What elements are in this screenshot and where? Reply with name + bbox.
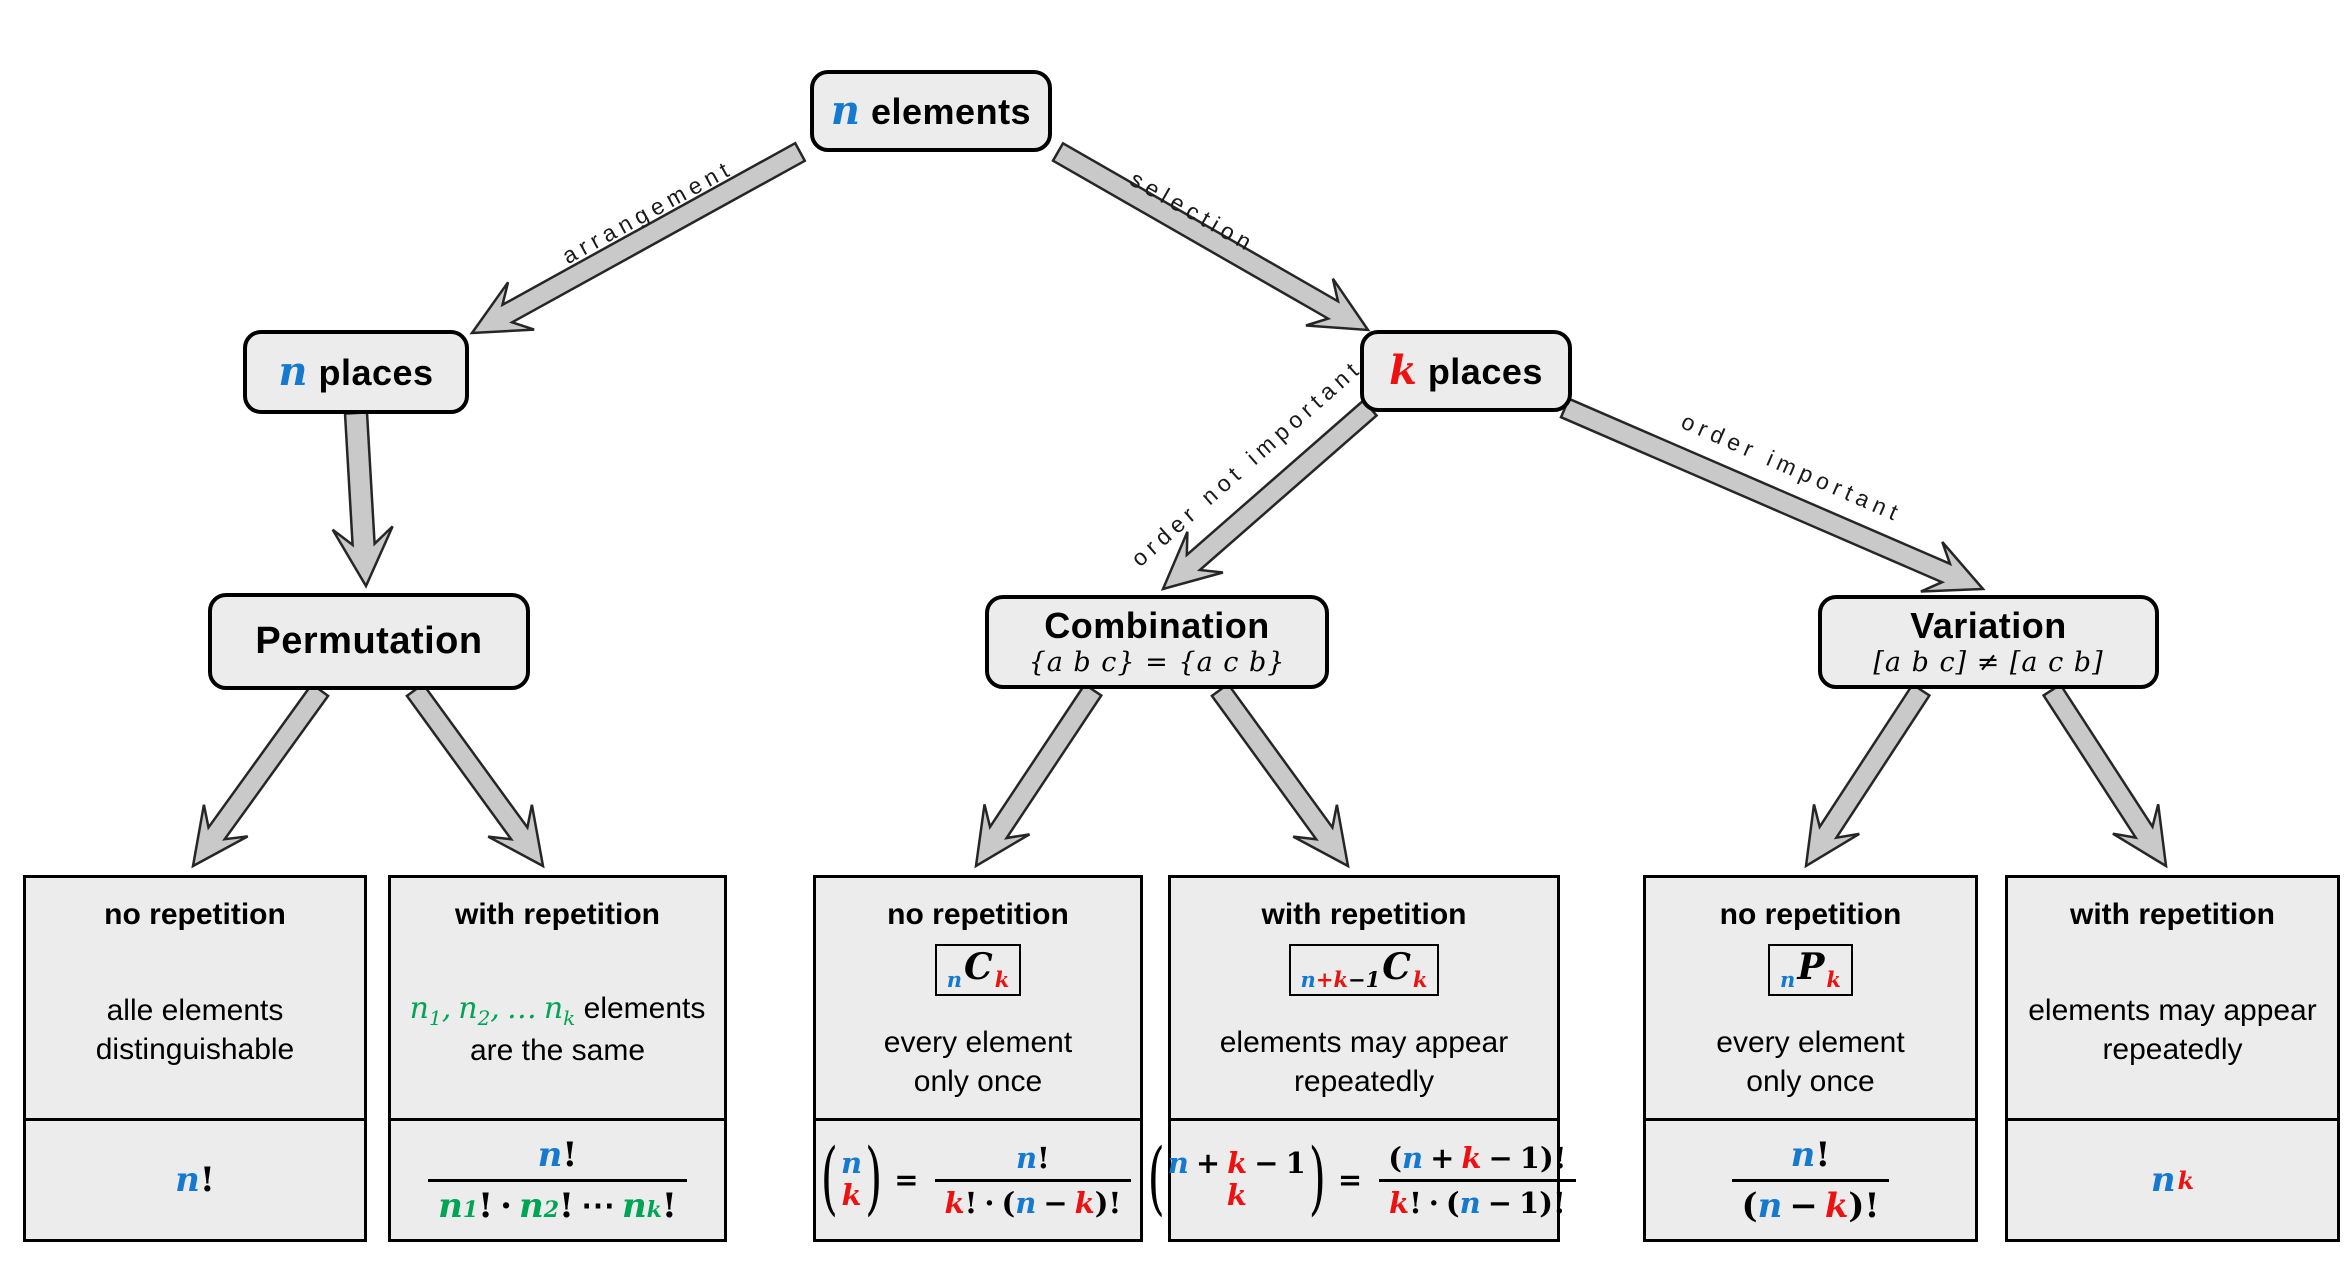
panel-top: no repetition n C k every element only o… bbox=[816, 878, 1140, 1121]
arrow-variation-to-with-repetition bbox=[2041, 682, 2168, 869]
node-variation: Variation [a b c] ≠ [a c b] bbox=[1818, 595, 2159, 689]
panel-top: no repetition alle elements distinguisha… bbox=[26, 878, 364, 1121]
panel-formula-area: n! bbox=[26, 1121, 364, 1239]
panel-formula-area: ( n+k−1 k ) = (n+k−1)! k! · (n−1 bbox=[1148, 1121, 1576, 1239]
formula-binomial-n-k: ( n k ) = n! k! · (n−k)! bbox=[821, 1140, 1135, 1220]
panel-variation-no-repetition: no repetition n P k every element only o… bbox=[1643, 875, 1978, 1242]
panel-title: no repetition bbox=[104, 898, 286, 931]
green-math-n1-n2-nk: n1,n2,…nk bbox=[409, 990, 576, 1030]
panel-description: elements may appear repeatedly bbox=[2028, 993, 2317, 1067]
var-n: n bbox=[830, 87, 860, 134]
panel-description: alle elements distinguishable bbox=[95, 993, 295, 1067]
arrow-combination-to-no-repetition bbox=[974, 682, 1104, 869]
node-n-places-label: places bbox=[318, 352, 434, 393]
arrow-k-places-to-variation bbox=[1559, 397, 1986, 593]
panel-top: with repetition elements may appear repe… bbox=[2008, 878, 2337, 1121]
panel-description: every element only once bbox=[1716, 1025, 1905, 1099]
node-combination-label: Combination bbox=[1044, 604, 1270, 646]
node-permutation: Permutation bbox=[208, 593, 530, 690]
formula-n-factorial: n! bbox=[175, 1160, 215, 1200]
panel-description: n1,n2,…nk elements are the same bbox=[409, 990, 706, 1068]
panel-variation-with-repetition: with repetition elements may appear repe… bbox=[2005, 875, 2340, 1242]
node-k-places: k places bbox=[1360, 330, 1572, 412]
node-n-elements: n elements bbox=[810, 70, 1052, 152]
panel-title: with repetition bbox=[2070, 898, 2275, 931]
arrow-root-to-n-places bbox=[469, 141, 807, 335]
arrow-permutation-to-with-repetition bbox=[405, 682, 545, 869]
arrow-combination-to-with-repetition bbox=[1210, 682, 1350, 869]
panel-description: every element only once bbox=[883, 1025, 1073, 1099]
formula-n-factorial-over-n-minus-k-factorial: n! (n−k)! bbox=[1728, 1135, 1894, 1226]
panel-title: no repetition bbox=[1719, 898, 1902, 931]
arrow-n-places-to-permutation bbox=[331, 411, 394, 589]
arrow-root-to-k-places bbox=[1051, 141, 1371, 332]
panel-combination-no-repetition: no repetition n C k every element only o… bbox=[813, 875, 1143, 1242]
var-n: n bbox=[278, 348, 308, 395]
var-k: k bbox=[1389, 347, 1417, 394]
arrow-k-places-to-combination bbox=[1160, 398, 1379, 591]
panel-title: no repetition bbox=[887, 898, 1069, 931]
panel-combination-with-repetition: with repetition n+k−1 C k elements may a… bbox=[1148, 875, 1576, 1242]
node-variation-label: Variation bbox=[1910, 604, 2067, 646]
badge-n-plus-k-minus-1-Ck: n+k−1 C k bbox=[1288, 944, 1440, 996]
panel-title: with repetition bbox=[455, 898, 660, 931]
badge-nPk: n P k bbox=[1768, 944, 1853, 996]
node-k-places-label: places bbox=[1427, 351, 1543, 392]
panel-formula-area: n! (n−k)! bbox=[1646, 1121, 1975, 1239]
node-combination: Combination {a b c} = {a c b} bbox=[985, 595, 1329, 689]
arrow-permutation-to-no-repetition bbox=[191, 682, 330, 869]
panel-description: elements may appear repeatedly bbox=[1219, 1025, 1509, 1099]
panel-top: with repetition n+k−1 C k elements may a… bbox=[1171, 878, 1557, 1121]
panel-permutation-with-repetition: with repetition n1,n2,…nk elements are t… bbox=[388, 875, 727, 1242]
panel-top: no repetition n P k every element only o… bbox=[1646, 878, 1975, 1121]
formula-binomial-n-plus-k-minus-1: ( n+k−1 k ) = (n+k−1)! k! · (n−1 bbox=[1148, 1140, 1581, 1220]
badge-nCk: n C k bbox=[934, 944, 1022, 996]
panel-formula-area: ( n k ) = n! k! · (n−k)! bbox=[816, 1121, 1140, 1239]
node-permutation-label: Permutation bbox=[255, 619, 483, 662]
node-n-elements-label: elements bbox=[871, 91, 1032, 132]
panel-top: with repetition n1,n2,…nk elements are t… bbox=[391, 878, 724, 1121]
node-combination-example: {a b c} = {a c b} bbox=[1028, 646, 1286, 678]
panel-title: with repetition bbox=[1261, 898, 1467, 931]
panel-permutation-no-repetition: no repetition alle elements distinguisha… bbox=[23, 875, 367, 1242]
node-variation-example: [a b c] ≠ [a c b] bbox=[1873, 646, 2104, 678]
arrow-variation-to-no-repetition bbox=[1804, 682, 1932, 869]
node-n-places: n places bbox=[243, 330, 469, 414]
